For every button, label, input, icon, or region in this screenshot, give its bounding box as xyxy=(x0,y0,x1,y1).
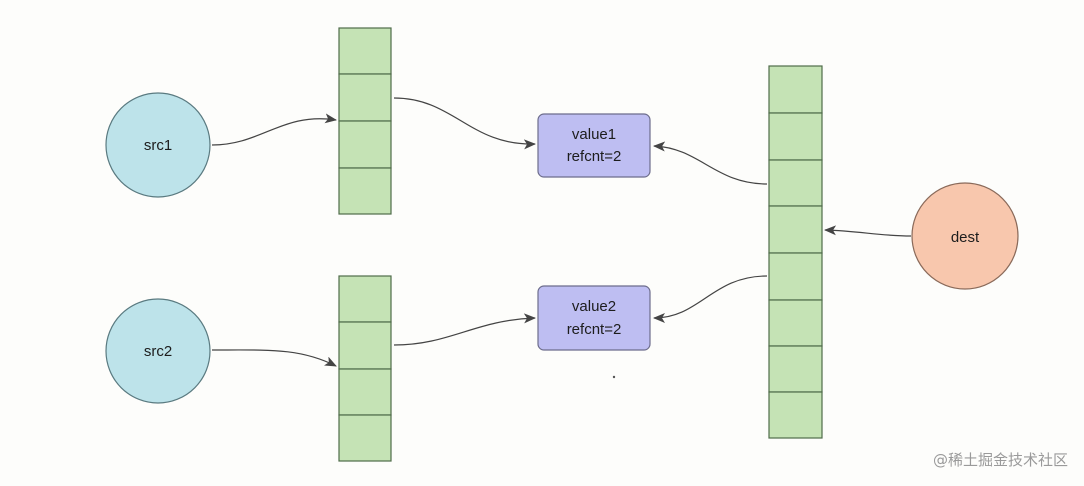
array-cell xyxy=(338,120,392,169)
dest-node: dest xyxy=(911,182,1019,290)
edge-src2-to-array xyxy=(211,349,337,367)
array-cell xyxy=(768,299,823,347)
edge-dest-array-to-value2 xyxy=(653,275,768,323)
array-cell xyxy=(338,321,392,370)
watermark: @稀土掘金技术社区 xyxy=(933,451,1068,469)
value2-refcnt: refcnt=2 xyxy=(567,321,622,338)
src1-node: src1 xyxy=(105,92,211,198)
dest-label: dest xyxy=(951,229,980,246)
array-cell xyxy=(338,27,392,75)
value2-name: value2 xyxy=(572,298,616,315)
array-cell xyxy=(338,73,392,122)
edge-src1-to-array xyxy=(211,113,337,146)
src1-label: src1 xyxy=(144,137,172,154)
stray-dot xyxy=(612,375,616,379)
array-cell xyxy=(338,414,392,462)
edge-dest-array-to-value1 xyxy=(653,141,768,185)
edge-dest-to-array xyxy=(824,225,912,237)
array-cell xyxy=(338,167,392,215)
src2-node: src2 xyxy=(105,298,211,404)
edge-src1-array-to-value1 xyxy=(393,97,536,150)
src1-array xyxy=(338,27,392,215)
value1-refcnt: refcnt=2 xyxy=(567,148,622,165)
array-cell xyxy=(768,345,823,393)
array-cell xyxy=(768,159,823,207)
edge-src2-array-to-value2 xyxy=(393,313,536,346)
src2-array xyxy=(338,275,392,462)
array-cell xyxy=(768,391,823,439)
array-cell xyxy=(338,275,392,323)
dest-array xyxy=(768,65,823,439)
array-cell xyxy=(768,252,823,301)
value1-box: value1 refcnt=2 xyxy=(537,113,651,178)
array-cell xyxy=(768,205,823,254)
src2-label: src2 xyxy=(144,343,172,360)
value2-box: value2 refcnt=2 xyxy=(537,285,651,351)
array-cell xyxy=(338,368,392,416)
array-cell xyxy=(768,112,823,161)
array-cell xyxy=(768,65,823,114)
value1-name: value1 xyxy=(572,126,616,143)
